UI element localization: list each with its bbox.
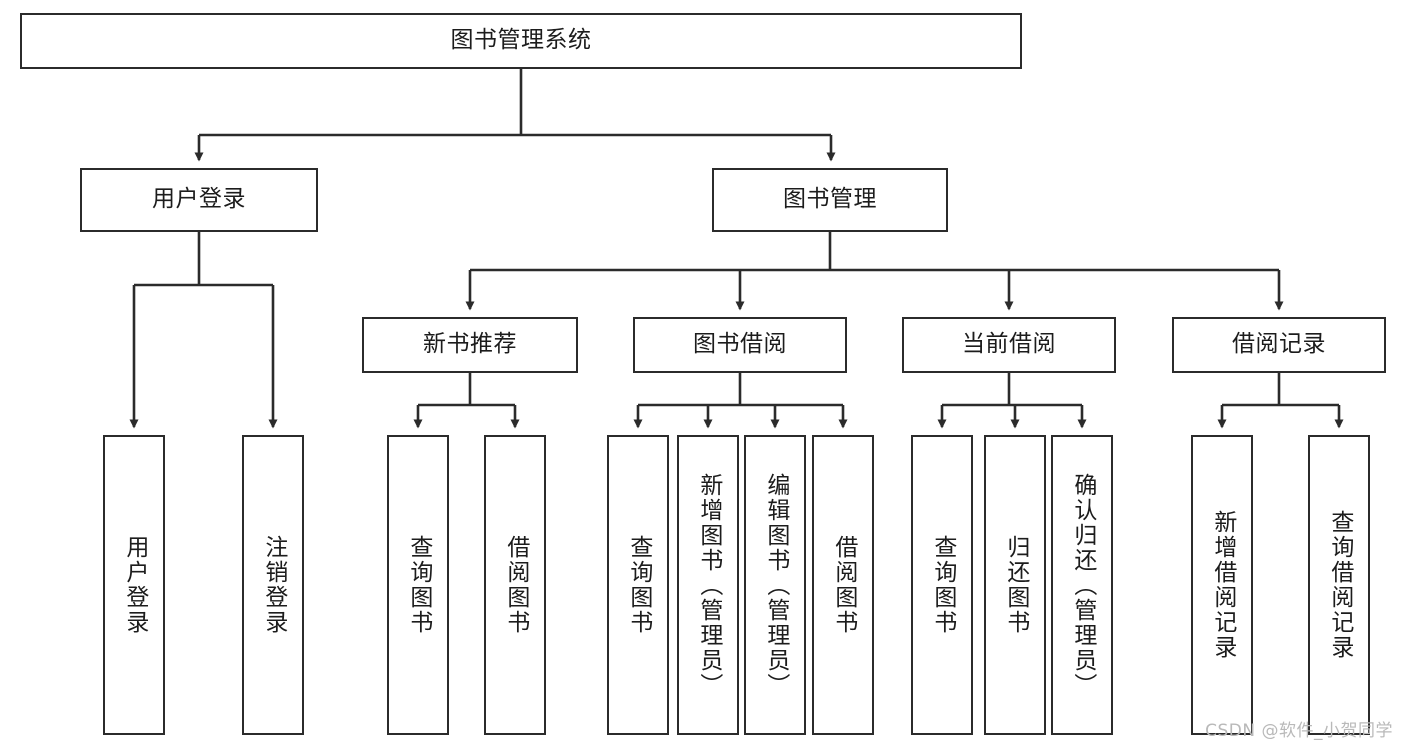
node-leaf-user-login-label: 用户登录 [121,535,148,635]
node-leaf-edit-book-admin-label: 编辑图书（管理员） [762,472,789,698]
node-leaf-query-book-borrow[interactable]: 查询图书 [607,435,669,735]
node-leaf-query-book-borrow-label: 查询图书 [625,535,652,635]
node-leaf-query-book-recommend[interactable]: 查询图书 [387,435,449,735]
node-leaf-edit-book-admin[interactable]: 编辑图书（管理员） [744,435,806,735]
node-borrow-records[interactable]: 借阅记录 [1172,317,1386,373]
node-book-management[interactable]: 图书管理 [712,168,948,232]
node-leaf-return-book-label: 归还图书 [1002,535,1029,635]
node-root[interactable]: 图书管理系统 [20,13,1022,69]
node-leaf-logout-login[interactable]: 注销登录 [242,435,304,735]
node-leaf-query-borrow-record[interactable]: 查询借阅记录 [1308,435,1370,735]
node-leaf-query-book-recommend-label: 查询图书 [405,535,432,635]
node-leaf-add-borrow-record[interactable]: 新增借阅记录 [1191,435,1253,735]
node-current-borrow-label: 当前借阅 [962,331,1056,358]
node-leaf-borrow-book-recommend-label: 借阅图书 [502,535,529,635]
csdn-watermark: CSDN @软件_小贺同学 [1205,721,1393,741]
node-leaf-return-book[interactable]: 归还图书 [984,435,1046,735]
node-leaf-confirm-return-admin[interactable]: 确认归还（管理员） [1051,435,1113,735]
node-user-login[interactable]: 用户登录 [80,168,318,232]
node-leaf-add-borrow-record-label: 新增借阅记录 [1209,510,1236,660]
node-root-label: 图书管理系统 [450,27,592,54]
node-leaf-query-book-current-label: 查询图书 [929,535,956,635]
node-borrow-records-label: 借阅记录 [1232,331,1326,358]
node-leaf-user-login[interactable]: 用户登录 [103,435,165,735]
node-leaf-borrow-book[interactable]: 借阅图书 [812,435,874,735]
node-current-borrow[interactable]: 当前借阅 [902,317,1116,373]
node-leaf-borrow-book-label: 借阅图书 [830,535,857,635]
node-leaf-add-book-admin-label: 新增图书（管理员） [695,472,722,698]
node-leaf-confirm-return-admin-label: 确认归还（管理员） [1069,472,1096,698]
node-new-book-recommend[interactable]: 新书推荐 [362,317,578,373]
node-new-book-recommend-label: 新书推荐 [423,331,517,358]
node-leaf-add-book-admin[interactable]: 新增图书（管理员） [677,435,739,735]
node-book-management-label: 图书管理 [783,186,877,213]
node-book-borrow-label: 图书借阅 [693,331,787,358]
node-leaf-query-book-current[interactable]: 查询图书 [911,435,973,735]
node-leaf-logout-login-label: 注销登录 [260,535,287,635]
node-leaf-query-borrow-record-label: 查询借阅记录 [1326,510,1353,660]
node-book-borrow[interactable]: 图书借阅 [633,317,847,373]
node-user-login-label: 用户登录 [152,186,246,213]
node-leaf-borrow-book-recommend[interactable]: 借阅图书 [484,435,546,735]
